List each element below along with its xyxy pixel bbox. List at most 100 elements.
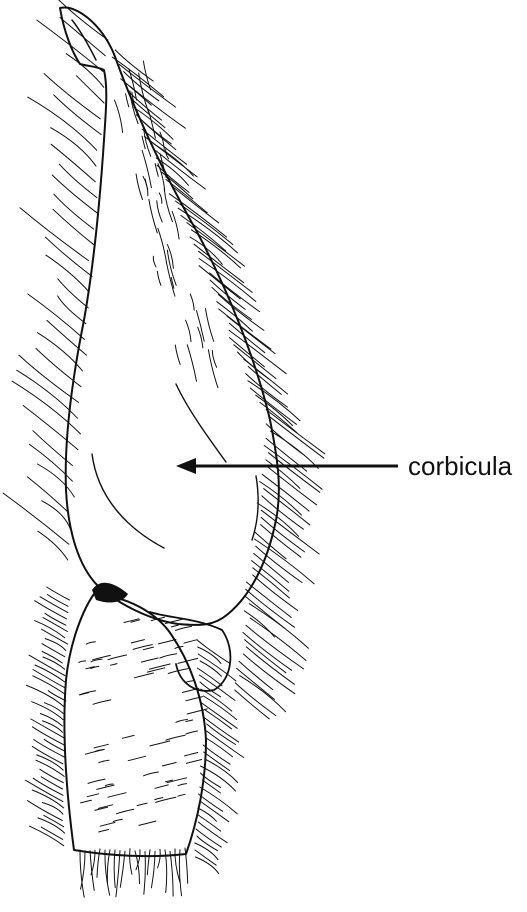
seta (248, 381, 300, 421)
hind-leg-drawing (3, 0, 325, 897)
seta (190, 294, 194, 310)
seta (198, 808, 217, 821)
seta (42, 501, 70, 529)
seta (206, 309, 214, 342)
seta (200, 661, 221, 676)
seta (187, 345, 196, 382)
seta (44, 703, 63, 714)
seta (26, 780, 63, 801)
seta (172, 212, 179, 240)
seta (246, 589, 295, 627)
seta (36, 349, 81, 387)
seta (144, 852, 146, 895)
arrow-head (176, 458, 196, 474)
seta (143, 647, 153, 650)
seta (155, 798, 163, 800)
seta (185, 681, 193, 683)
seta (120, 851, 125, 887)
seta (59, 164, 97, 197)
seta (150, 741, 170, 746)
seta (201, 689, 232, 711)
seta (268, 467, 317, 505)
seta (115, 100, 123, 132)
seta (43, 657, 65, 669)
seta (42, 803, 63, 815)
seta (187, 709, 207, 714)
seta (52, 175, 97, 213)
seta (86, 642, 95, 644)
seta (160, 654, 177, 658)
seta (41, 777, 62, 789)
seta (108, 793, 126, 798)
seta (182, 688, 199, 692)
seta (153, 256, 156, 267)
seta (47, 595, 68, 607)
seta (111, 664, 118, 666)
seta (116, 851, 120, 897)
seta (255, 532, 287, 559)
seta (126, 94, 129, 107)
seta (186, 760, 201, 764)
seta (131, 640, 144, 643)
seta (58, 279, 89, 308)
seta (29, 826, 63, 846)
seta (93, 700, 111, 704)
seta (48, 691, 66, 701)
seta (149, 111, 156, 138)
seta (250, 388, 296, 424)
seta (51, 144, 95, 182)
seta (197, 836, 218, 851)
seta (163, 763, 177, 766)
seta (175, 345, 180, 365)
seta (260, 482, 302, 516)
seta (196, 829, 221, 847)
seta (46, 237, 93, 276)
tibia-tip-detail (72, 20, 96, 60)
seta (20, 208, 89, 261)
corbicula-inner-curve (92, 454, 164, 548)
seta (44, 739, 65, 751)
seta (144, 772, 159, 776)
seta (45, 613, 66, 625)
seta (117, 809, 134, 813)
seta (212, 350, 216, 367)
seta (40, 769, 64, 783)
seta (158, 228, 167, 262)
seta (108, 655, 127, 660)
seta (261, 517, 304, 552)
seta (54, 194, 94, 229)
seta (195, 843, 218, 860)
seta (134, 673, 153, 678)
seta (155, 785, 168, 788)
seta (134, 108, 173, 140)
seta (136, 174, 142, 200)
seta (99, 830, 109, 833)
seta (187, 223, 245, 267)
seta (141, 658, 158, 662)
seta (197, 640, 229, 663)
seta (196, 857, 219, 874)
corbicula-edge-curve (252, 476, 258, 540)
seta (147, 850, 150, 875)
seta (158, 849, 161, 868)
seta (112, 57, 163, 97)
seta (51, 128, 96, 166)
seta (122, 735, 134, 738)
seta (94, 744, 108, 748)
seta (76, 76, 104, 103)
seta (253, 568, 289, 598)
seta (246, 374, 288, 408)
left-margin-setae (3, 0, 108, 560)
seta (45, 639, 65, 651)
seta (184, 640, 197, 643)
corbicula-label: corbicula (408, 451, 513, 481)
seta (79, 661, 86, 663)
seta (137, 803, 147, 806)
seta (157, 271, 161, 285)
seta (185, 753, 198, 756)
seta (249, 604, 308, 649)
seta (99, 760, 109, 763)
basitarsus-setae (26, 587, 244, 897)
seta (27, 685, 65, 707)
